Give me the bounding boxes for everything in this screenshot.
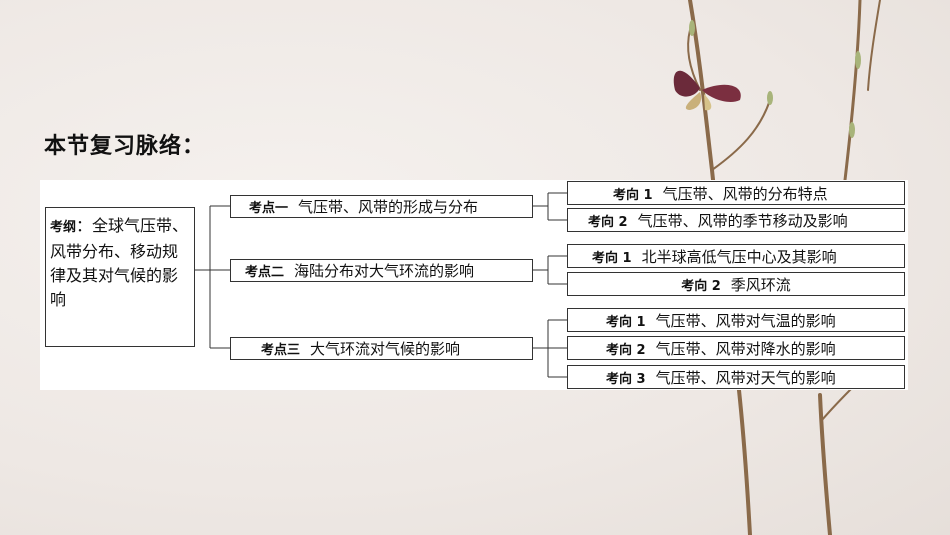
- direction-3-2: 考向 2 气压带、风带对降水的影响: [567, 336, 905, 360]
- syllabus-text: 考纲：全球气压带、风带分布、移动规律及其对气候的影响: [50, 216, 189, 309]
- direction-3-1: 考向 1 气压带、风带对气温的影响: [567, 308, 905, 332]
- connector-lines: [195, 192, 567, 378]
- exam-point-2: 考点二 海陆分布对大气环流的影响: [230, 259, 533, 282]
- direction-3-3: 考向 3 气压带、风带对天气的影响: [567, 365, 905, 389]
- outline-diagram: 考纲：全球气压带、风带分布、移动规律及其对气候的影响 考点一 气压带、风带的形成…: [40, 180, 908, 390]
- flower-icon: [673, 70, 741, 111]
- direction-1-1: 考向 1 气压带、风带的分布特点: [567, 181, 905, 205]
- exam-point-3: 考点三 大气环流对气候的影响: [230, 337, 533, 360]
- syllabus-box: 考纲：全球气压带、风带分布、移动规律及其对气候的影响: [45, 207, 195, 347]
- slide-title: 本节复习脉络：: [44, 134, 206, 159]
- exam-point-1: 考点一 气压带、风带的形成与分布: [230, 195, 533, 218]
- direction-2-2: 考向 2 季风环流: [567, 272, 905, 296]
- direction-1-2: 考向 2 气压带、风带的季节移动及影响: [567, 208, 905, 232]
- direction-2-1: 考向 1 北半球高低气压中心及其影响: [567, 244, 905, 268]
